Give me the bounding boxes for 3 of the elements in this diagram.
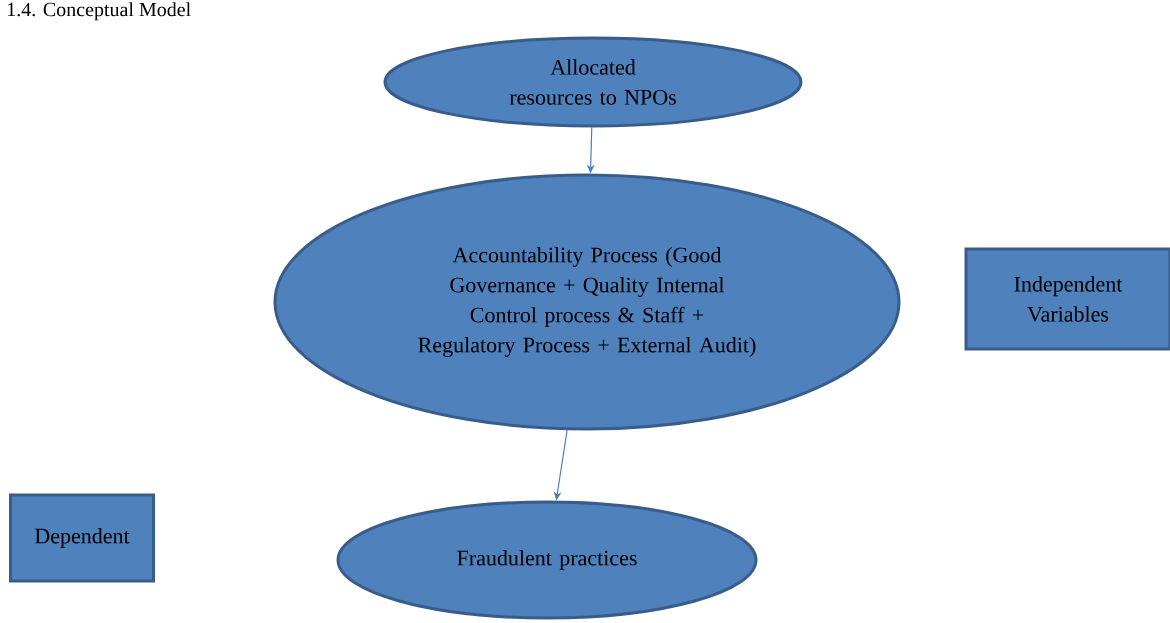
variable-box: Independent Variables: [964, 247, 1170, 351]
title: 1.4. Conceptual Model: [7, 2, 191, 21]
variable-box: Dependent: [9, 493, 155, 583]
